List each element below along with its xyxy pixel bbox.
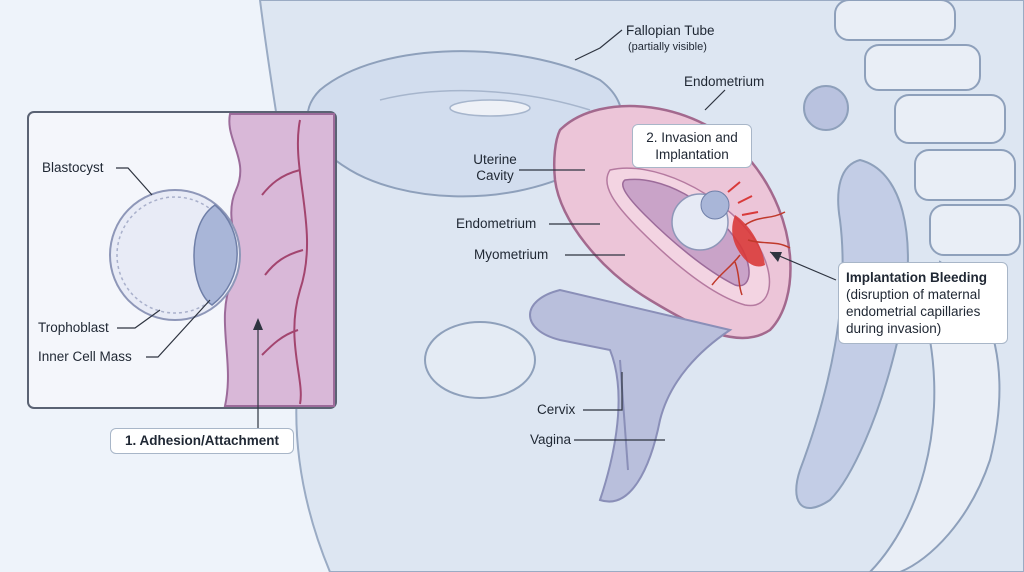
uterine-cavity-label: Uterine Cavity [468, 152, 522, 184]
cervix-label: Cervix [537, 402, 575, 418]
myometrium-label: Myometrium [474, 247, 548, 263]
adhesion-attachment-box: 1. Adhesion/Attachment [110, 428, 294, 454]
blastocyst-label: Blastocyst [42, 160, 104, 176]
inner-cell-mass-label: Inner Cell Mass [38, 349, 132, 365]
pubic-bone [425, 322, 535, 398]
invasion-line-2: Implantation [633, 146, 751, 163]
endometrium-mid-label: Endometrium [456, 216, 536, 232]
fallopian-tube-note: (partially visible) [628, 41, 707, 54]
uterine-cavity-line-2: Cavity [468, 168, 522, 184]
bleeding-line-1: (disruption of maternal [839, 286, 1007, 303]
trophoblast-label: Trophoblast [38, 320, 109, 336]
bleeding-line-3: during invasion) [839, 320, 1007, 337]
uterine-cavity-line-1: Uterine [468, 152, 522, 168]
implantation-bleeding-box: Implantation Bleeding (disruption of mat… [838, 262, 1008, 344]
bleeding-line-2: endometrial capillaries [839, 303, 1007, 320]
endometrium-top-label: Endometrium [684, 74, 764, 90]
invasion-implantation-box: 2. Invasion and Implantation [632, 124, 752, 168]
invasion-line-1: 2. Invasion and [633, 125, 751, 146]
bleeding-title: Implantation Bleeding [839, 263, 1007, 286]
vagina-label: Vagina [530, 432, 571, 448]
fallopian-tube-label: Fallopian Tube [626, 23, 715, 39]
